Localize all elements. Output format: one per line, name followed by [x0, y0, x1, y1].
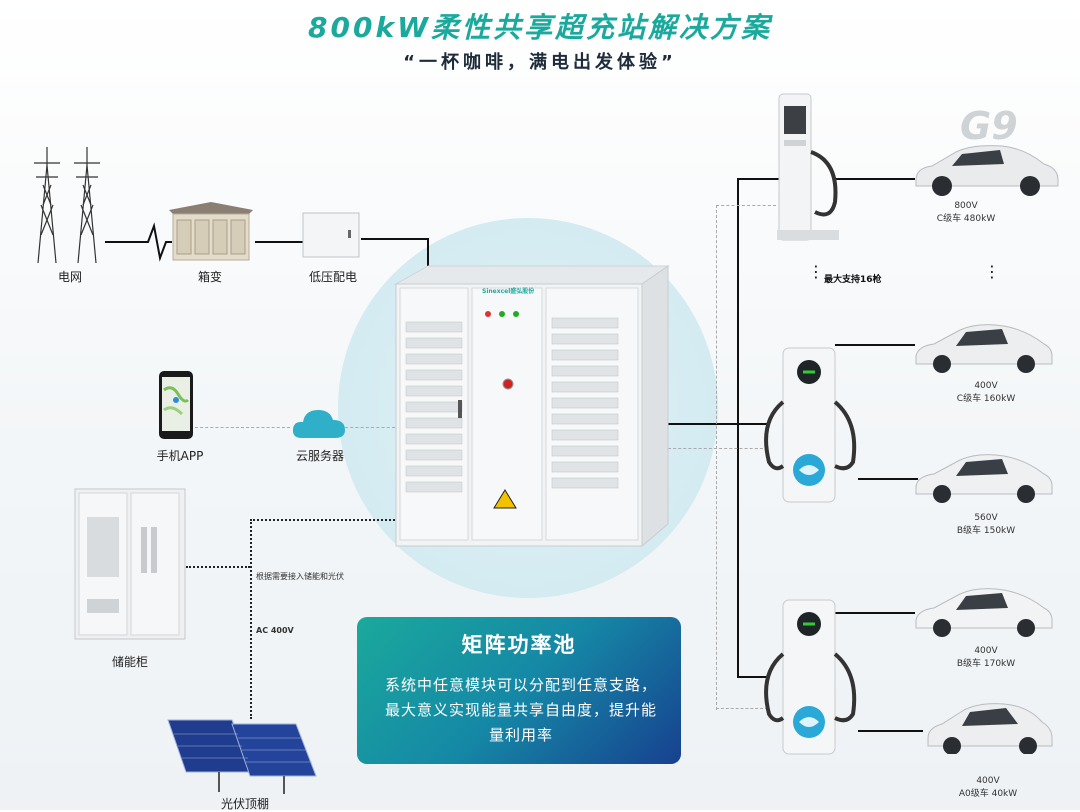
- dual-gun-charger-icon-2: [764, 599, 857, 755]
- car5-voltage: 400V: [976, 776, 1000, 786]
- low-voltage-cabinet-icon: [302, 212, 360, 258]
- cloud-server-label: 云服务器: [295, 449, 344, 463]
- max-guns-label: 最大支持16枪: [824, 275, 882, 285]
- lv-line: [361, 238, 429, 240]
- car1-voltage: 800V: [954, 201, 978, 211]
- bus-to-charger-3: [737, 676, 767, 678]
- car-suv-icon: [915, 145, 1059, 196]
- solar-panel-icon: [167, 719, 317, 794]
- ultra-charger-icon: [777, 93, 839, 241]
- charging-cabinet-icon: [394, 265, 670, 548]
- car-sedan-icon-3: [915, 588, 1053, 637]
- grid-zigzag-icon: [138, 222, 172, 262]
- pv-canopy-label: 光伏顶棚: [220, 797, 269, 811]
- car-sedan-icon-2: [915, 454, 1053, 503]
- storage-pv-note: 根据需要接入储能和光伏: [256, 572, 344, 581]
- phone-app-label: 手机APP: [156, 449, 204, 463]
- dual-gun-charger-icon-1: [764, 347, 857, 503]
- main-bus-line: [737, 178, 739, 678]
- car2-voltage: 400V: [974, 381, 998, 391]
- car5-spec: A0级车 40kW: [958, 789, 1018, 799]
- charger2-car2-line: [835, 344, 915, 346]
- info-text: 系统中任意模块可以分配到任意支路，最大意义实现能量共享自由度，提升能量利用率: [384, 676, 657, 744]
- storage-cabinet-label: 储能柜: [111, 655, 148, 669]
- comm-charger1: [716, 205, 776, 206]
- charger1-car1-line: [835, 178, 915, 180]
- low-voltage-label: 低压配电: [308, 270, 357, 284]
- comm-charger3: [716, 708, 768, 709]
- storage-vertical-link: [250, 519, 252, 719]
- smartphone-icon: [159, 371, 193, 439]
- ellipsis-icon-right: ⋮: [984, 262, 1000, 281]
- car2-spec: C级车 160kW: [956, 394, 1016, 404]
- page-subtitle: “一杯咖啡，满电出发体验”: [403, 52, 677, 73]
- car-sedan-icon-1: [915, 324, 1053, 373]
- charger3-car5-line: [858, 730, 923, 732]
- ac-voltage-label: AC 400V: [256, 626, 294, 635]
- cabinet-brand: Sinexcel盛弘股份: [482, 288, 535, 295]
- comm-bus: [716, 205, 717, 710]
- cabinet-output-line: [668, 423, 738, 425]
- grid-line: [105, 241, 140, 243]
- charger3-car4-line: [835, 612, 915, 614]
- storage-cabinet-link: [250, 519, 395, 521]
- cloud-icon: [292, 410, 345, 438]
- power-tower-icon: [34, 147, 100, 264]
- comm-charger2: [668, 448, 768, 449]
- car-hatchback-icon: [927, 703, 1053, 754]
- ellipsis-icon: ⋮: [808, 262, 824, 281]
- car3-spec: B级车 150kW: [956, 526, 1016, 536]
- power-grid-label: 电网: [57, 270, 82, 284]
- box-transformer-label: 箱变: [197, 270, 222, 284]
- brand-mark: G9: [960, 104, 1018, 148]
- page-title: 800kW柔性共享超充站解决方案: [308, 11, 772, 44]
- cloud-cabinet-link: [345, 427, 395, 428]
- box-transformer-icon: [169, 202, 253, 261]
- car4-spec: B级车 170kW: [956, 659, 1016, 669]
- matrix-power-pool-box: 矩阵功率池 系统中任意模块可以分配到任意支路，最大意义实现能量共享自由度，提升能…: [357, 617, 681, 764]
- info-title: 矩阵功率池: [461, 633, 577, 657]
- transformer-line: [255, 241, 305, 243]
- bus-to-charger-2: [737, 423, 767, 425]
- energy-storage-cabinet-icon: [74, 488, 186, 640]
- car4-voltage: 400V: [974, 646, 998, 656]
- bus-to-charger-1: [737, 178, 779, 180]
- car1-spec: C级车 480kW: [936, 214, 996, 224]
- phone-cloud-link: [195, 427, 290, 428]
- car3-voltage: 560V: [974, 513, 998, 523]
- charger2-car3-line: [858, 478, 918, 480]
- storage-link: [186, 566, 250, 568]
- lv-drop-line: [427, 238, 429, 274]
